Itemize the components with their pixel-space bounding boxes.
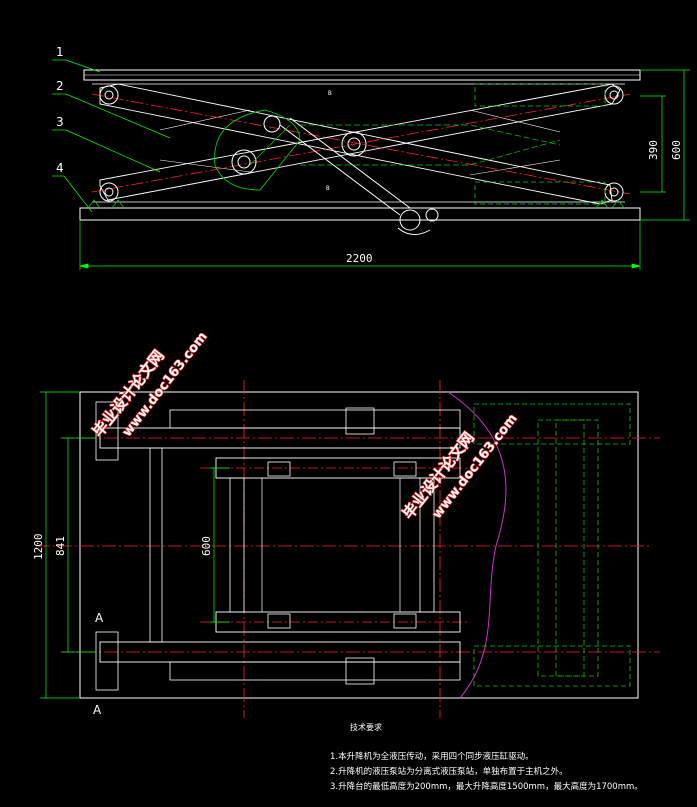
- scissor-arm-1: [99, 83, 613, 205]
- hinge-bottom-right: [604, 182, 624, 202]
- watermark-left: 毕业设计论文网 www.doc163.com: [88, 329, 211, 441]
- plan-view: 1200 841 600 A A: [32, 380, 660, 718]
- dim-center-span: 600: [200, 536, 213, 556]
- section-mark-b-top: B: [328, 90, 332, 97]
- callout-2: 2: [56, 79, 64, 93]
- dim-length: 2200: [346, 252, 373, 265]
- section-a-bottom: A: [93, 703, 102, 717]
- section-mark-b-bottom: B: [326, 185, 330, 192]
- base-frame: [79, 207, 641, 221]
- elevation-view: 1 2 3 4 B B 2200 390 600: [52, 45, 690, 270]
- center-pivot: [341, 131, 367, 157]
- callout-1: 1: [56, 45, 64, 59]
- technical-notes: 1.本升降机为全液压传动，采用四个同步液压缸驱动。 2.升降机的液压泵站为分离式…: [330, 750, 690, 795]
- callout-4: 4: [56, 161, 64, 175]
- dim-height-inner: 390: [647, 140, 660, 160]
- hinge-bottom-left: [99, 182, 119, 202]
- notes-title: 技术要求: [350, 723, 382, 732]
- dim-width-inner: 841: [54, 536, 67, 556]
- dim-height-outer: 600: [670, 140, 683, 160]
- dim-width-outer: 1200: [32, 534, 45, 561]
- callout-3: 3: [56, 115, 64, 129]
- note-2: 2.升降机的液压泵站为分离式液压泵站，单独布置于主机之外。: [330, 767, 568, 777]
- plan-outer-frame: [79, 391, 639, 699]
- note-1: 1.本升降机为全液压传动，采用四个同步液压缸驱动。: [330, 752, 534, 762]
- note-3: 3.升降台的最低高度为200mm，最大升降高度1500mm，最大高度为1700m…: [330, 782, 643, 792]
- break-curve: [447, 391, 507, 699]
- hinge-top-left: [99, 85, 119, 105]
- scissor-arm-2: [99, 83, 621, 201]
- section-a-top: A: [95, 611, 104, 625]
